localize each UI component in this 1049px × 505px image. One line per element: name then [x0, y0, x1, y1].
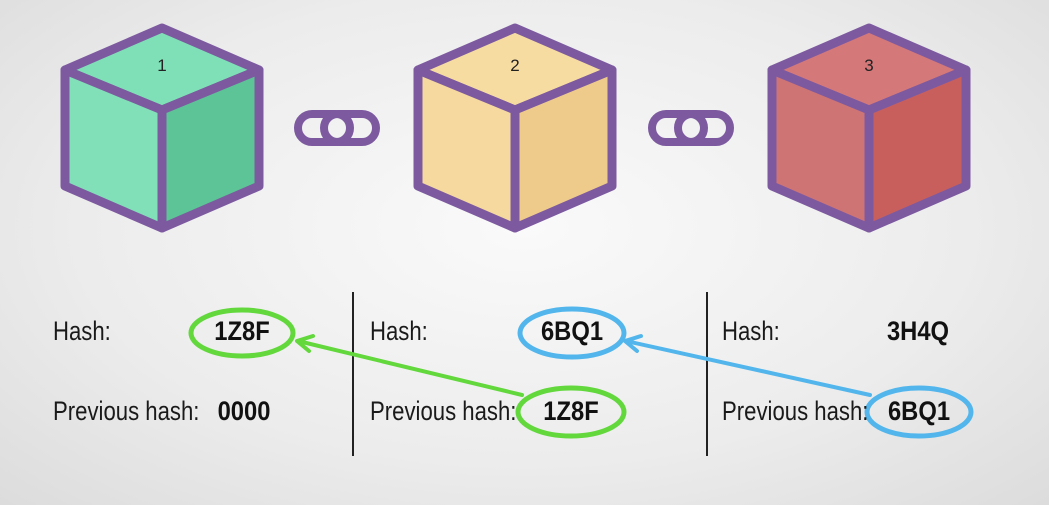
block-2-hash-value: 6BQ1: [540, 316, 604, 346]
block-1-hash-label: Hash:: [53, 316, 111, 346]
block-1-prev-value: 0000: [217, 396, 271, 426]
link-arrow-1: [295, 334, 524, 397]
chain-link-icon: [648, 110, 734, 146]
block-1-prev-label: Previous hash:: [53, 396, 200, 426]
cube-2-right: [510, 65, 617, 233]
block-3-prev-label: Previous hash:: [722, 396, 869, 426]
cube-1-right: [157, 65, 264, 233]
block-2-prev-label: Previous hash:: [370, 396, 517, 426]
block-3-prev-value: 6BQ1: [887, 396, 951, 426]
block-1-cube: [60, 23, 264, 233]
block-1-hash-value: 1Z8F: [214, 316, 270, 346]
chain-link-icon: [294, 110, 380, 146]
block-2-number: 2: [510, 56, 520, 75]
block-3-number: 3: [864, 56, 874, 75]
block-3-hash-label: Hash:: [722, 316, 780, 346]
link-arrow-2: [623, 334, 872, 397]
block-2-cube: [413, 23, 617, 233]
block-2-prev-value: 1Z8F: [543, 396, 599, 426]
cube-3-right: [864, 65, 971, 233]
block-3-hash-value: 3H4Q: [886, 316, 950, 346]
prev-hash-2-highlight: [515, 385, 627, 439]
hash-2-highlight: [517, 306, 627, 360]
block-1-number: 1: [157, 56, 167, 75]
block-3-cube: [767, 23, 971, 233]
block-2-hash-label: Hash:: [370, 316, 428, 346]
hash-1-highlight: [188, 307, 296, 359]
prev-hash-3-highlight: [864, 385, 974, 439]
